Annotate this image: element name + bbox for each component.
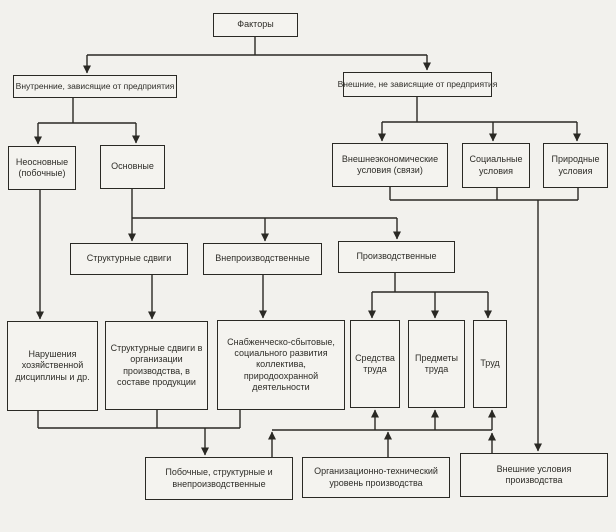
edge-external-split	[378, 97, 581, 142]
node-discipline-violations: Нарушения хозяйственной дисциплины и др.	[7, 321, 98, 411]
node-supply-sales-activities: Снабженческо-сбытовые, социального разви…	[217, 320, 345, 410]
node-org-tech-level: Организационно-технический уровень произ…	[302, 457, 450, 498]
edge-production-split	[368, 273, 492, 319]
node-main-factors: Основные	[100, 145, 165, 189]
node-foreign-economic-conditions: Внешнеэкономические условия (связи)	[332, 143, 448, 187]
node-natural-conditions: Природные условия	[543, 143, 608, 188]
node-non-production-factors: Внепроизводственные	[203, 243, 322, 275]
edge-left-merge-to-side-structural	[37, 410, 241, 456]
node-factors: Факторы	[213, 13, 298, 37]
node-external-factors: Внешние, не зависящие от предприятия	[338, 72, 497, 97]
node-objects-of-labor: Предметы труда	[408, 320, 465, 408]
node-side-structural-nonproduction: Побочные, структурные и внепроизводствен…	[145, 457, 293, 500]
node-shifts-in-organization: Структурные сдвиги в организации произво…	[105, 321, 208, 410]
node-internal-factors: Внутренние, зависящие от предприятия	[13, 75, 177, 98]
node-labor: Труд	[473, 320, 507, 408]
node-structural-shifts: Структурные сдвиги	[70, 243, 188, 275]
node-production-factors: Производственные	[338, 241, 455, 273]
edge-level3-to-level4	[148, 275, 267, 320]
node-social-conditions: Социальные условия	[462, 143, 530, 188]
node-non-main-factors: Неосновные (побочные)	[8, 146, 76, 190]
node-means-of-labor: Средства труда	[350, 320, 400, 408]
edge-main-split	[128, 189, 401, 242]
edge-conditions-merge	[389, 187, 579, 452]
edge-internal-split	[34, 98, 140, 145]
node-external-production-conditions: Внешние условия производства	[460, 453, 608, 497]
edge-feedback-bus	[268, 409, 496, 457]
edge-factors-split	[83, 37, 431, 74]
